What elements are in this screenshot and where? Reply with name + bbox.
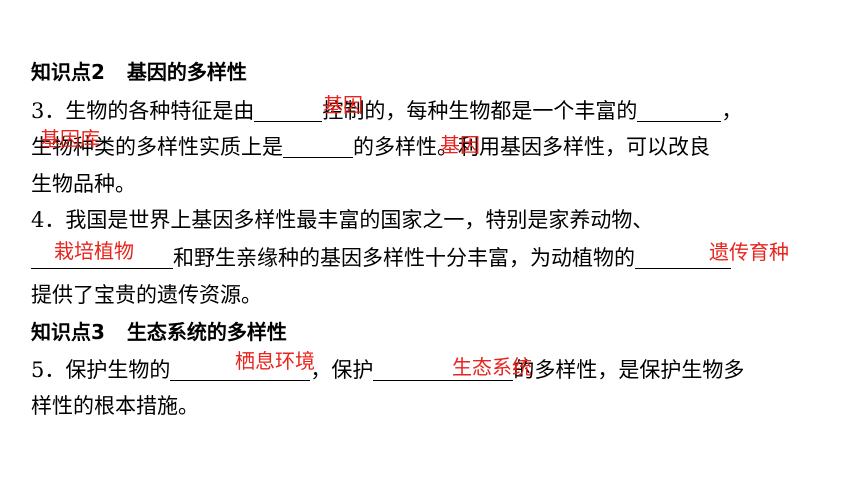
question-3-line-3: 生物品种。 [31, 169, 136, 199]
section-heading-3: 知识点3 生态系统的多样性 [31, 317, 287, 347]
question-text: 和野生亲缘种的基因多样性十分丰富，为动植物的 [173, 246, 635, 270]
answer-blank[interactable] [170, 356, 311, 381]
section-title: 生态系统的多样性 [126, 320, 287, 344]
question-text: 控制的，每种生物都是一个丰富的 [322, 99, 638, 123]
question-text: ， [721, 99, 743, 123]
answer-text: 生态系统 [452, 355, 532, 379]
answer-blank[interactable] [635, 244, 731, 269]
question-text: 生物种类的多样性实质上是 [31, 135, 283, 159]
answer-text: 栖息环境 [235, 349, 315, 373]
answer-text: 基因 [440, 133, 480, 157]
section-heading-2: 知识点2 基因的多样性 [31, 57, 247, 87]
question-5-line-1: 5．保护生物的 ，保护 的多样性，是保护生物多 [31, 355, 744, 385]
question-text: 提供了宝贵的遗传资源。 [31, 283, 262, 307]
question-text: 生物品种。 [31, 172, 136, 196]
question-text: 3．生物的各种特征是由 [31, 99, 255, 123]
question-4-line-1: 4．我国是世界上基因多样性最丰富的国家之一，特别是家养动物、 [31, 205, 653, 235]
question-text: 4．我国是世界上基因多样性最丰富的国家之一，特别是家养动物、 [31, 208, 654, 232]
question-3-line-1: 3．生物的各种特征是由 控制的，每种生物都是一个丰富的 ， [31, 96, 742, 126]
section-title: 基因的多样性 [126, 60, 247, 84]
question-text: 样性的根本措施。 [31, 394, 199, 418]
answer-text: 遗传育种 [709, 240, 789, 264]
question-text: ，保护 [310, 358, 374, 382]
answer-blank[interactable] [254, 97, 323, 122]
question-4-line-3: 提供了宝贵的遗传资源。 [31, 280, 262, 310]
question-4-line-2: 和野生亲缘种的基因多样性十分丰富，为动植物的 [31, 243, 731, 273]
answer-blank[interactable] [283, 133, 353, 158]
answer-blank[interactable] [637, 97, 722, 122]
question-text: 5．保护生物的 [31, 358, 171, 382]
question-5-line-2: 样性的根本措施。 [31, 391, 199, 421]
answer-text: 基因 [323, 93, 363, 117]
answer-text: 基因库 [40, 127, 100, 151]
question-text: 的多样性，是保护生物多 [513, 358, 745, 382]
answer-blank[interactable] [373, 356, 514, 381]
section-number: 知识点2 [31, 60, 105, 84]
question-text: 的多样性。利用基因多样性，可以改良 [353, 135, 710, 159]
answer-blank[interactable] [31, 244, 173, 269]
section-number: 知识点3 [31, 320, 105, 344]
answer-text: 栽培植物 [54, 239, 134, 263]
question-3-line-2: 生物种类的多样性实质上是 的多样性。利用基因多样性，可以改良 [31, 132, 710, 162]
